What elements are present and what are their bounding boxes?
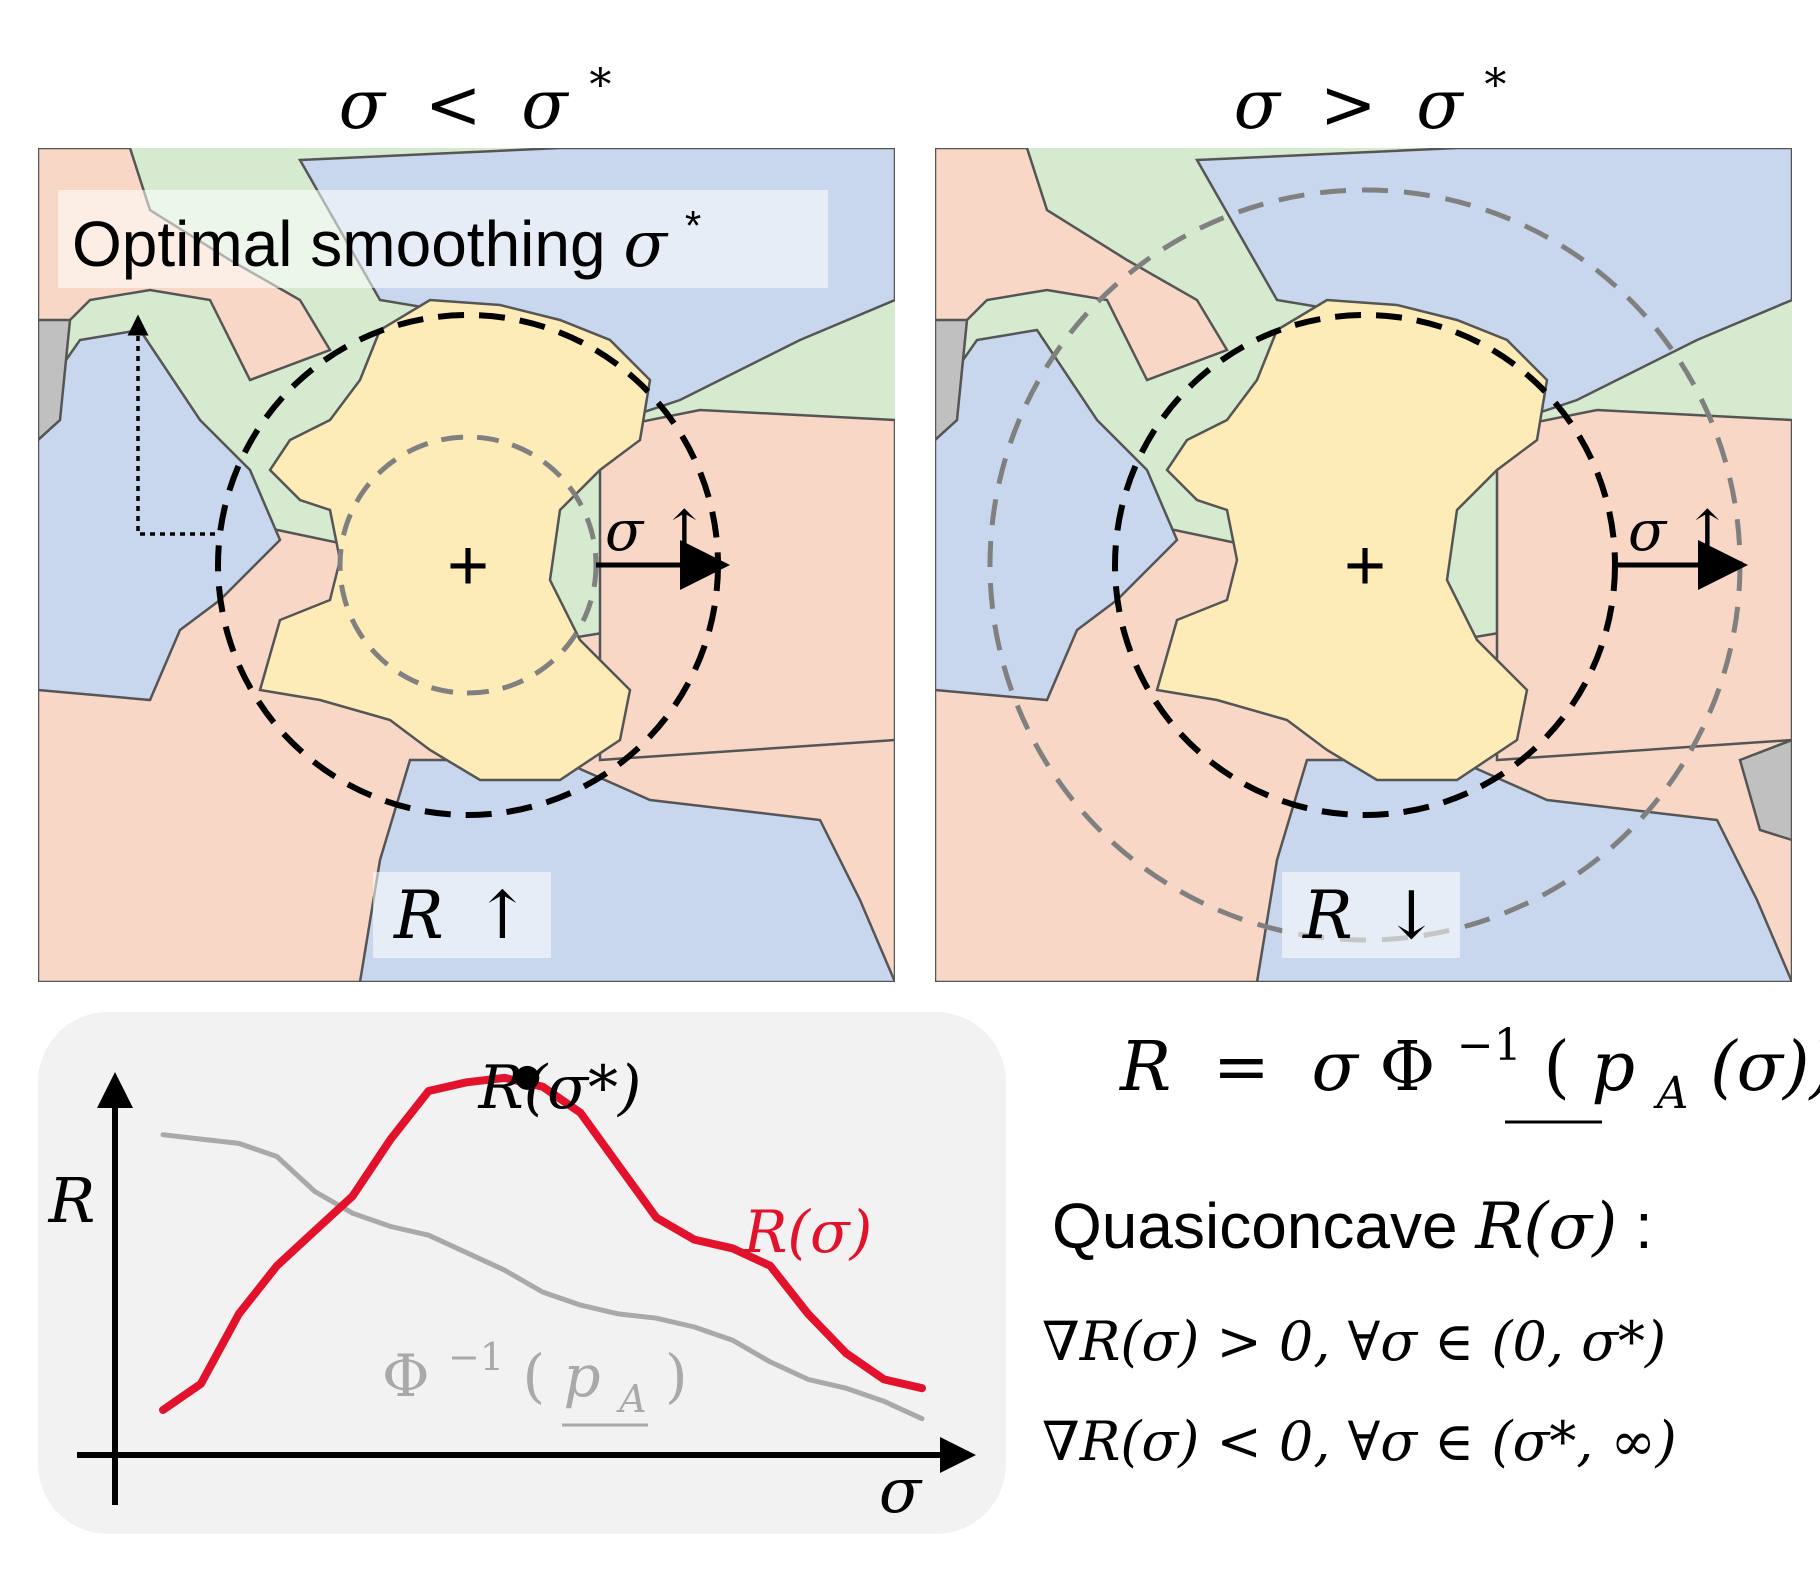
left-panel-title: σ < σ * (339, 60, 612, 145)
region-salmon (1495, 408, 1792, 762)
radius-label-background (1282, 872, 1460, 958)
red-series-label: R(σ) (743, 1198, 873, 1266)
right-segmentation-map (935, 148, 1792, 982)
radius-formula: R = σ Φ −1 ( p A (σ)) (1118, 998, 1820, 1125)
sigma-arrow-label: σ ↑ (1628, 499, 1731, 564)
left-callout: Optimal smoothing σ * (58, 190, 828, 288)
sigma-arrow-label: σ ↑ (605, 499, 708, 564)
radius-label-background (373, 872, 551, 958)
left-panel: σ < σ * Optimal smoothing σ * (38, 60, 895, 982)
plot-panel: R σ R(σ*) R(σ) Φ −1 ( p A ) (38, 1012, 1006, 1534)
quasiconcave-title: Quasiconcave R(σ) : (1052, 1190, 1653, 1264)
region-yellow (1155, 298, 1549, 782)
callout-background (58, 190, 828, 288)
quasiconcave-block: Quasiconcave R(σ) : ∇R(σ) > 0, ∀σ ∈ (0, … (1042, 1190, 1677, 1473)
callout-pointer (127, 314, 215, 536)
formula: R = σ Φ −1 ( p A (σ)) (1118, 998, 1820, 1125)
gray-series-label: Φ −1 ( p A ) (382, 1316, 688, 1426)
center-mark: + (447, 526, 489, 606)
region-gray (935, 318, 969, 442)
peak-label: R(σ*) (478, 1053, 642, 1123)
plot-series (159, 1065, 926, 1422)
radius-label: R ↓ (1302, 877, 1439, 954)
region-yellow (258, 298, 652, 782)
y-axis-label: R (48, 1164, 96, 1237)
quasiconcave-condition-1: ∇R(σ) > 0, ∀σ ∈ (0, σ*) (1042, 1310, 1666, 1373)
right-panel-title: σ > σ * (1234, 60, 1507, 145)
peak-point (515, 1065, 540, 1090)
region-salmon (598, 408, 895, 762)
radius-label: R ↑ (393, 877, 530, 954)
region-gray (38, 318, 72, 442)
series-line-r-sigma (159, 1073, 926, 1414)
region-blue (935, 328, 1179, 702)
series-line-phi-inverse (160, 1132, 925, 1422)
plot-background (38, 1012, 1006, 1534)
region-blue (38, 328, 282, 702)
region-gray (1738, 738, 1792, 842)
callout-text: Optimal smoothing σ * (72, 202, 701, 282)
right-panel: σ > σ * + σ ↑ R ↓ (935, 60, 1792, 982)
quasiconcave-condition-2: ∇R(σ) < 0, ∀σ ∈ (σ*, ∞) (1042, 1410, 1677, 1473)
center-mark: + (1344, 526, 1386, 606)
x-axis-label: σ (879, 1454, 923, 1527)
